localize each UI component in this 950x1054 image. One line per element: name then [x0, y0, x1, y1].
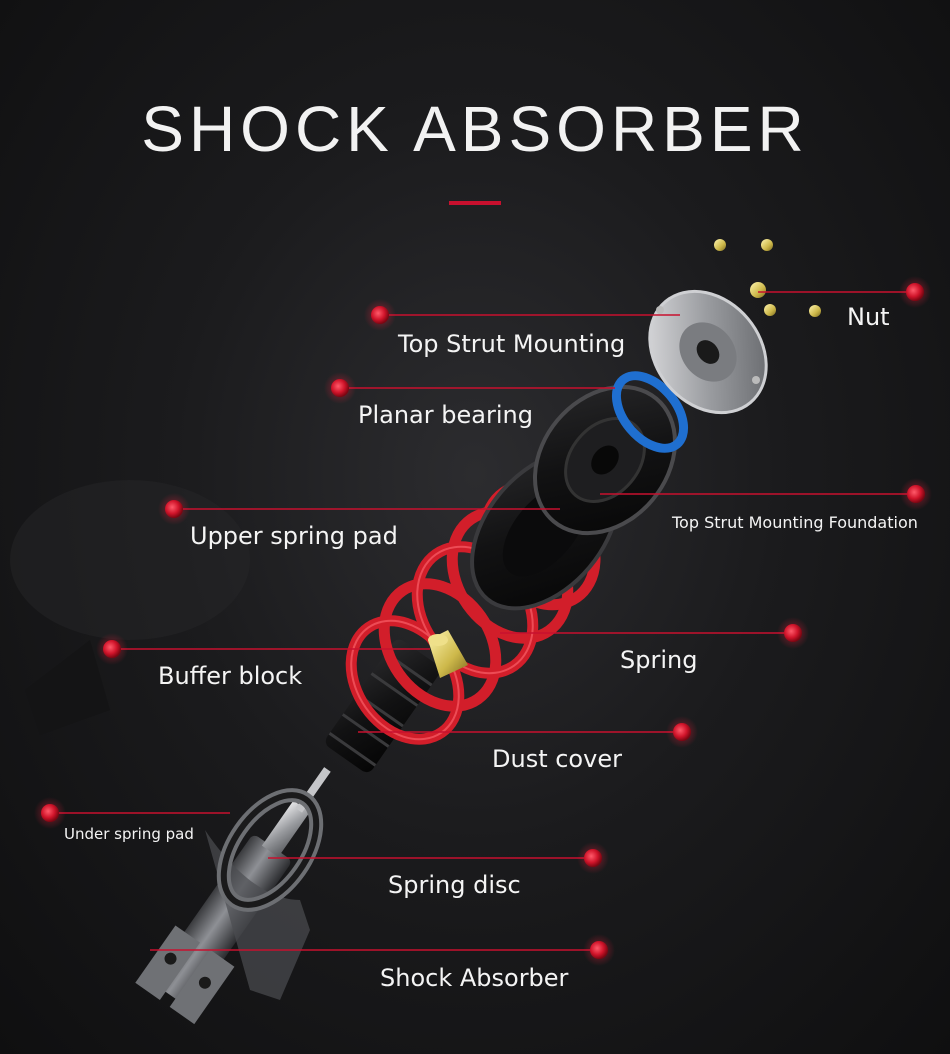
label-dust-cover: Dust cover [492, 745, 622, 773]
dot-nut [899, 276, 931, 308]
title-underline [449, 201, 501, 205]
dot-spring-disc [577, 842, 609, 874]
top-strut-mounting-part [648, 289, 768, 415]
label-buffer-block: Buffer block [158, 662, 303, 690]
label-shock-absorber: Shock Absorber [380, 964, 569, 992]
shock-absorber-part [135, 767, 331, 1025]
dot-top-strut-mounting-foundation [900, 478, 932, 510]
label-under-spring-pad: Under spring pad [64, 825, 194, 843]
dot-upper-spring-pad [158, 493, 190, 525]
background-blur-left [10, 480, 250, 640]
dot-buffer-block [96, 633, 128, 665]
dot-dust-cover [666, 716, 698, 748]
page-title: SHOCK ABSORBER [141, 93, 809, 165]
planar-bearing-part [611, 371, 689, 453]
label-planar-bearing: Planar bearing [358, 401, 533, 429]
nut-parts [714, 239, 821, 317]
dot-shock-absorber [583, 934, 615, 966]
leader-lines [50, 291, 916, 951]
buffer-block-part [428, 630, 468, 678]
background-shape [25, 640, 110, 735]
label-spring: Spring [620, 646, 698, 674]
label-spring-disc: Spring disc [388, 871, 521, 899]
label-upper-spring-pad: Upper spring pad [190, 522, 398, 550]
label-nut: Nut [847, 303, 890, 331]
dot-planar-bearing [324, 372, 356, 404]
label-top-strut-mounting: Top Strut Mounting [398, 330, 626, 358]
callout-dots [34, 276, 932, 966]
dot-spring [777, 617, 809, 649]
spring-disc-part [216, 788, 324, 912]
top-strut-mounting-foundation-part [532, 384, 678, 536]
label-top-strut-mounting-foundation: Top Strut Mounting Foundation [672, 513, 918, 532]
dot-top-strut-mounting [364, 299, 396, 331]
dust-cover-part [325, 639, 440, 773]
dot-under-spring-pad [34, 797, 66, 829]
